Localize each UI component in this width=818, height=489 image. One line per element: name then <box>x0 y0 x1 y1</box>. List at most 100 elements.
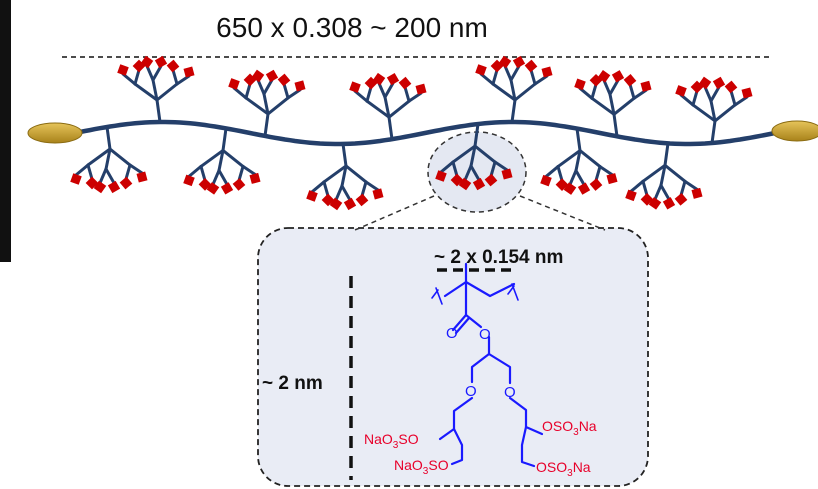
dendron-branch <box>641 179 649 197</box>
sulfate-cube-icon <box>93 180 107 194</box>
dendron-branch <box>145 64 155 82</box>
inset-box <box>257 227 649 487</box>
dendron-branch <box>503 64 513 82</box>
end-cap-left-icon <box>27 122 83 144</box>
dendron-branch <box>590 96 616 116</box>
dendron-branch <box>683 179 699 191</box>
dendron-branch <box>124 163 132 181</box>
dendron-branch <box>86 147 112 167</box>
dendron-branch <box>612 112 619 138</box>
dendron-branch <box>86 163 94 181</box>
core-right-arm <box>487 352 512 385</box>
dendron-branch <box>256 78 266 96</box>
carbonyl-double-bond <box>451 313 471 335</box>
chemical-structure <box>431 262 544 468</box>
sulfate-cube-icon <box>355 193 369 207</box>
sulfate-cube-icon <box>265 69 279 83</box>
sulfate-cube-icon <box>662 197 676 210</box>
dendron-branch <box>556 165 564 183</box>
dendron-branch <box>469 144 477 168</box>
dendron-branch <box>262 78 274 96</box>
sulfate-cube-icon <box>183 66 195 78</box>
dendron-branch <box>710 119 717 145</box>
sulfate-cube-icon <box>674 192 688 206</box>
end-cap-right-icon <box>771 120 818 142</box>
right-branch-lower <box>520 425 536 468</box>
dendron-branch <box>632 88 648 100</box>
sulfate-cube-icon <box>563 182 577 195</box>
sulfate-cube-icon <box>166 59 180 73</box>
dendron-branch <box>407 91 423 103</box>
dendron-group <box>70 55 753 211</box>
sulfate-cube-icon <box>154 55 168 69</box>
ether-oxygen-right: O <box>504 384 516 401</box>
sulfate-cube-icon <box>623 73 637 87</box>
dendron-branch <box>128 163 144 175</box>
dendron-branch <box>575 127 582 153</box>
dendron-branch <box>509 64 521 82</box>
sulfate-cube-icon <box>70 173 82 185</box>
dendron-branch <box>578 149 602 169</box>
sulfate-cube-icon <box>648 197 662 210</box>
dendron-branch <box>171 68 179 86</box>
dendron-branch <box>133 82 159 102</box>
zoom-line-right <box>519 195 606 231</box>
sulfate-cube-icon <box>589 178 603 191</box>
dendron-branch <box>199 148 225 168</box>
dendron-branch <box>510 98 517 124</box>
dendron-branch <box>282 82 290 100</box>
left-branch-lower <box>450 427 464 466</box>
sulfate-cube-icon <box>524 59 538 73</box>
dendron-branch <box>533 74 549 86</box>
dendron-branch <box>266 96 290 116</box>
sulfate-cube-icon <box>484 173 498 187</box>
sulfate-cube-icon <box>458 177 472 191</box>
dendron-branch <box>608 92 616 116</box>
sulfate-cube-icon <box>691 187 703 199</box>
dendron-branch <box>221 148 245 168</box>
sulfate-right-lower: OSO3Na <box>536 459 591 479</box>
dendron-branch <box>105 125 112 151</box>
dendron-branch <box>691 103 717 123</box>
sulfate-cube-icon <box>541 66 553 78</box>
sulfate-cube-icon <box>577 182 591 195</box>
dendron-branch <box>659 183 671 201</box>
sulfate-cube-icon <box>675 85 687 97</box>
dendron-branch <box>334 184 344 202</box>
dendron-branch <box>509 78 517 102</box>
dendron-branch <box>237 164 245 182</box>
ester-bond <box>464 313 483 329</box>
sulfate-cube-icon <box>398 76 412 90</box>
sulfate-left-lower: NaO3SO <box>394 457 449 477</box>
dendron-branch <box>232 86 248 100</box>
dendron-branch <box>709 85 721 103</box>
sulfate-cube-icon <box>372 72 386 86</box>
dendron-branch <box>155 82 179 102</box>
right-branch-upper <box>508 396 544 436</box>
sulfate-cube-icon <box>349 81 361 93</box>
sulfate-right-upper: OSO3Na <box>542 418 597 438</box>
carbonyl-oxygen: O <box>446 325 458 342</box>
dendron-branch <box>473 122 480 148</box>
core-left-arm <box>470 335 491 384</box>
sulfate-cube-icon <box>435 170 447 182</box>
dendron-branch <box>286 88 302 100</box>
dendron-branch <box>155 98 162 124</box>
dendron-branch <box>151 64 163 82</box>
polymer-backbone <box>72 119 778 147</box>
dendron-branch <box>628 82 636 100</box>
dendron-branch <box>653 183 663 201</box>
dendron-branch <box>529 68 537 86</box>
sulfate-cube-icon <box>251 69 265 83</box>
dendron-branch <box>244 96 270 116</box>
dendron-branch <box>104 167 116 185</box>
dendron-branch <box>104 147 112 171</box>
dendron-branch <box>340 164 348 188</box>
dendron-branch <box>574 149 582 173</box>
dendron-branch <box>733 95 749 107</box>
dendron-branch <box>133 68 141 86</box>
dendron-branch <box>493 160 509 172</box>
sulfate-cube-icon <box>741 87 753 99</box>
dendron-branch <box>98 167 108 185</box>
